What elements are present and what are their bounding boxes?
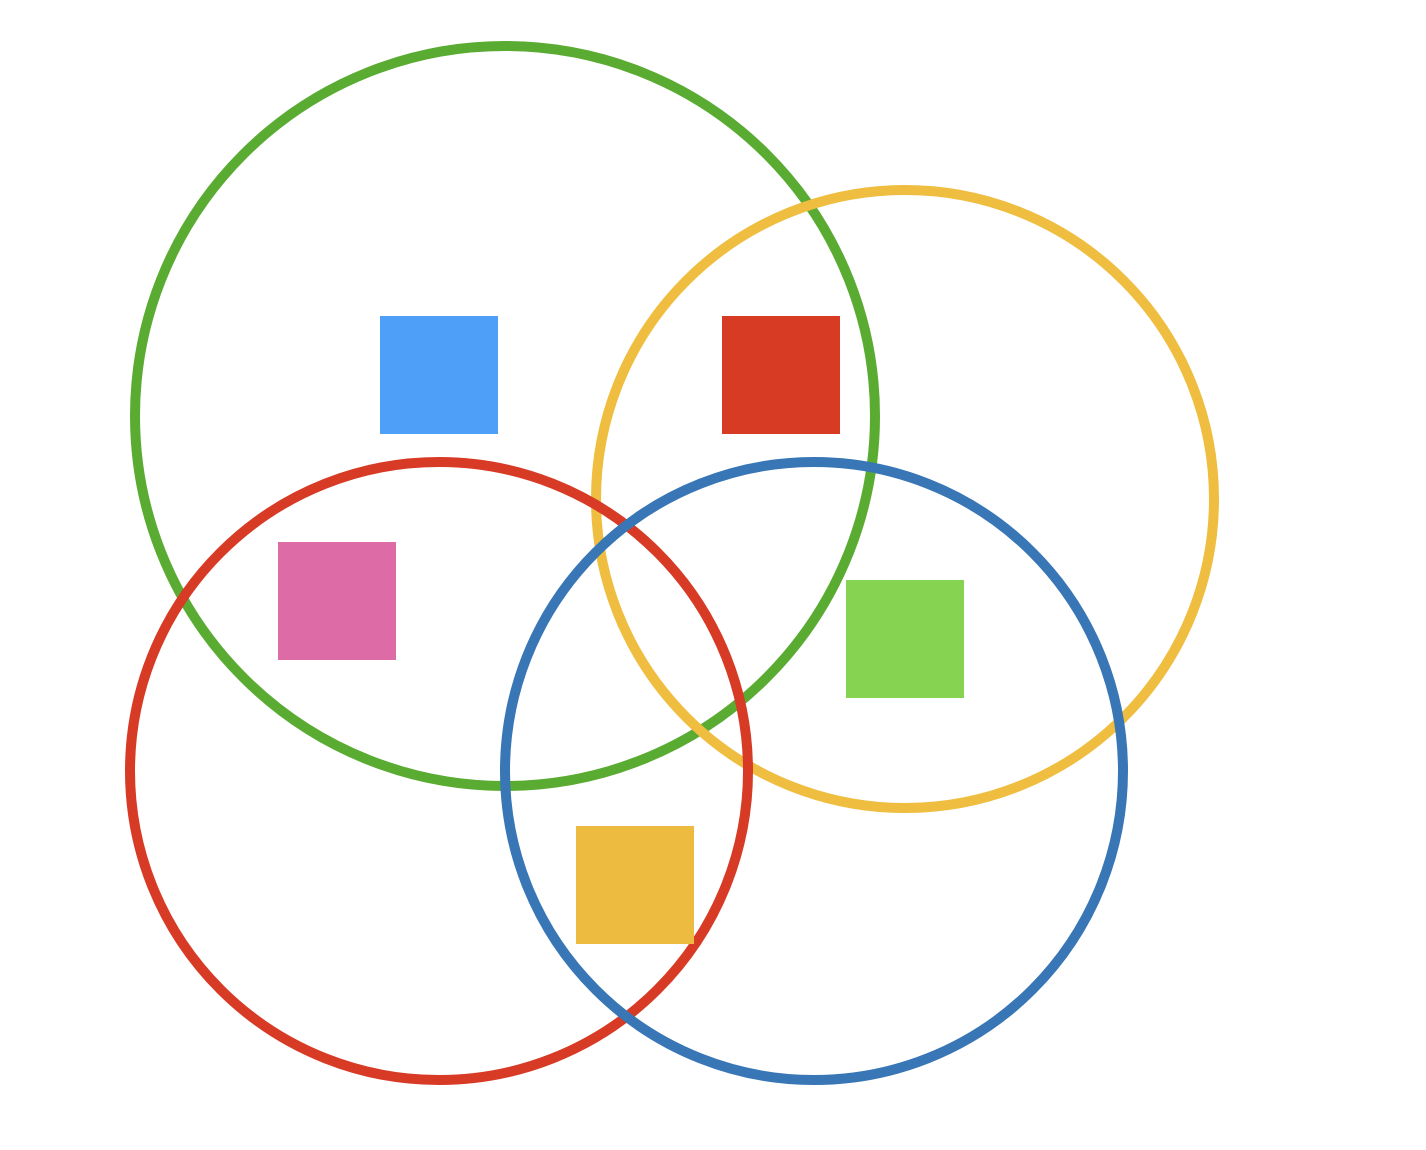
- circle-red: [125, 457, 753, 1085]
- squares-layer: [278, 316, 964, 944]
- circle-yellow: [591, 185, 1219, 813]
- square-pink: [278, 542, 396, 660]
- square-yellow: [576, 826, 694, 944]
- square-red: [722, 316, 840, 434]
- circle-blue: [500, 457, 1128, 1085]
- square-blue: [380, 316, 498, 434]
- square-green: [846, 580, 964, 698]
- circles-layer: [125, 41, 1219, 1085]
